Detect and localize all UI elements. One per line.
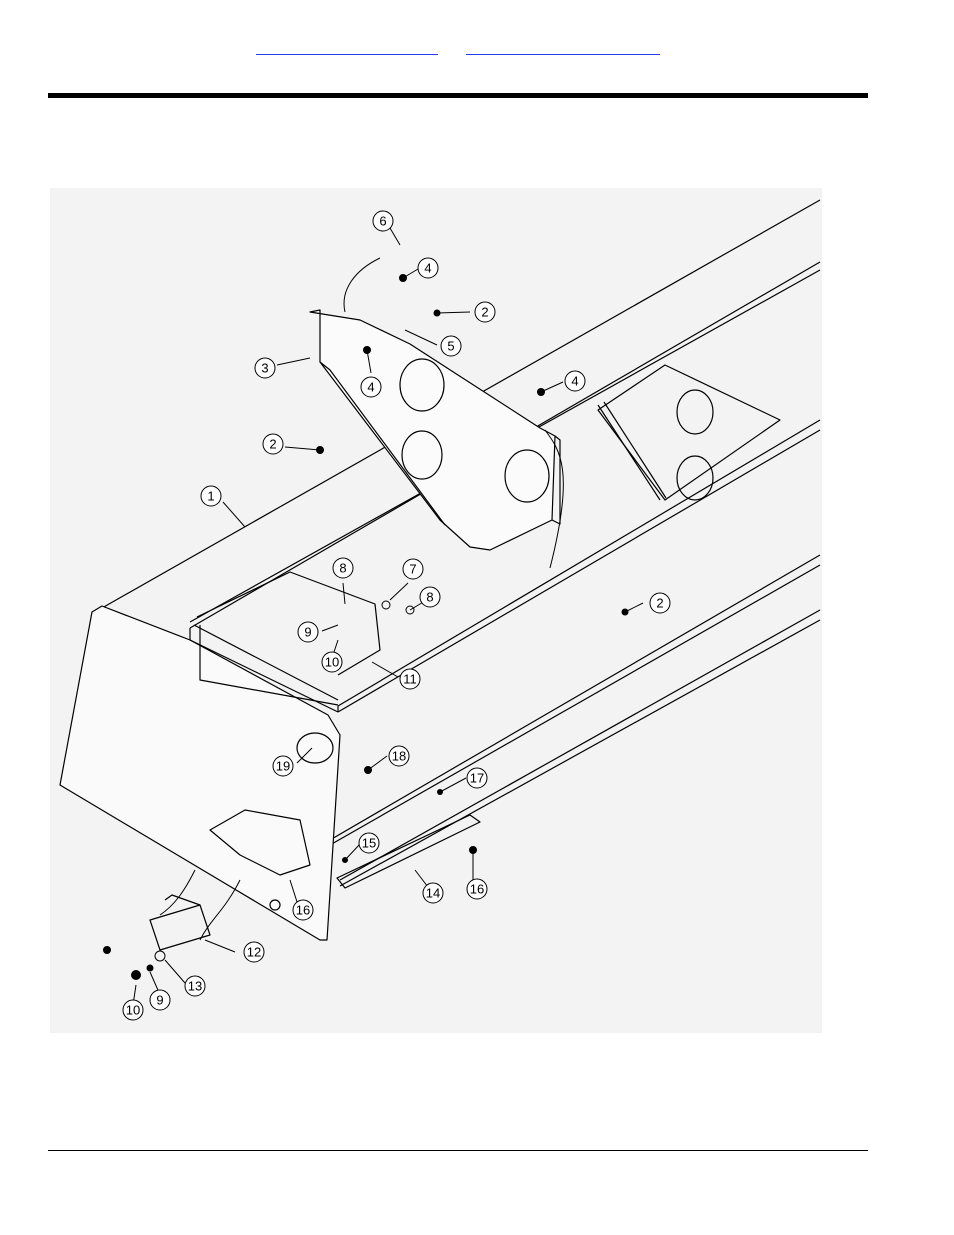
washer-icon	[146, 964, 154, 972]
header-rule	[48, 93, 868, 98]
callout-balloon-13	[184, 975, 206, 997]
parts-diagram-svg: 1 2 2 2 3 4 4 4 5 6 7 8 8 9 9 10 10 11 1…	[50, 188, 822, 1033]
callout-label: 2	[656, 596, 663, 611]
nut-icon	[537, 388, 545, 396]
callout-balloon-18	[388, 745, 410, 767]
callout-balloon-2c	[649, 592, 671, 614]
callout-balloon-4b	[360, 376, 382, 398]
callout-label: 13	[188, 979, 202, 994]
callout-label: 6	[379, 214, 386, 229]
callout-balloon-6	[372, 210, 394, 232]
bolt-icon	[342, 857, 348, 863]
callout-balloon-8b	[419, 586, 441, 608]
header-link-1[interactable]	[256, 40, 438, 55]
callout-balloon-10b	[122, 999, 144, 1021]
panel-hole	[401, 430, 443, 480]
frame-lower-edge	[337, 419, 821, 707]
callout-label: 19	[276, 759, 290, 774]
callout-balloon-8a	[332, 557, 354, 579]
callout-label: 1	[207, 489, 214, 504]
callout-label: 8	[426, 590, 433, 605]
callout-balloon-4a	[417, 257, 439, 279]
bolt-icon	[621, 608, 629, 616]
bearing-plate	[296, 732, 334, 764]
guide-strip	[336, 814, 481, 889]
callout-label: 14	[426, 886, 440, 901]
callout-balloon-11	[399, 668, 421, 690]
panel-hole	[399, 358, 445, 412]
callout-label: 2	[481, 305, 488, 320]
callout-balloon-16b	[466, 878, 488, 900]
bolt-icon	[316, 446, 324, 454]
callout-balloon-14	[422, 882, 444, 904]
callout-balloon-2a	[262, 433, 284, 455]
bolt-icon	[437, 789, 443, 795]
frame-bottom-edge	[329, 554, 821, 841]
bolt-icon	[364, 766, 372, 774]
mounting-panel	[309, 309, 556, 551]
callout-balloon-5	[440, 335, 462, 357]
frame-drawing	[59, 199, 821, 951]
bracket	[149, 904, 211, 951]
callout-label: 17	[470, 771, 484, 786]
callout-label: 2	[269, 437, 276, 452]
bay-hole	[676, 455, 714, 501]
washer-icon	[405, 605, 415, 615]
callout-label: 12	[247, 945, 261, 960]
callout-labels: 1 2 2 2 3 4 4 4 5 6 7 8 8 9 9 10 10 11 1…	[126, 214, 664, 1018]
callout-balloon-2b	[474, 301, 496, 323]
nut-icon	[399, 274, 407, 282]
callout-label: 15	[362, 836, 376, 851]
callout-balloon-19	[272, 755, 294, 777]
callout-label: 4	[367, 380, 374, 395]
callout-label: 9	[156, 993, 163, 1008]
callout-balloon-7	[402, 558, 424, 580]
u-bolt-icon	[154, 950, 166, 962]
callout-balloon-10a	[321, 651, 343, 673]
nut-icon	[131, 970, 141, 980]
callout-label: 10	[325, 655, 339, 670]
callout-label: 4	[424, 261, 431, 276]
callout-balloon-1	[200, 485, 222, 507]
callout-label: 9	[304, 625, 311, 640]
header-links	[256, 40, 676, 60]
callout-label: 18	[392, 749, 406, 764]
header-link-2[interactable]	[466, 40, 660, 55]
callout-balloon-4c	[564, 370, 586, 392]
washer-icon	[381, 600, 391, 610]
bay-hole	[676, 389, 714, 435]
callout-balloons	[122, 210, 671, 1021]
callout-label: 3	[261, 361, 268, 376]
callout-label: 8	[339, 561, 346, 576]
callout-balloon-17	[466, 767, 488, 789]
callout-label: 11	[403, 672, 417, 687]
nut-icon	[469, 846, 477, 854]
end-plate	[59, 605, 341, 941]
leader-lines	[132, 227, 644, 1006]
callout-label: 4	[571, 374, 578, 389]
callout-label: 16	[296, 903, 310, 918]
parts-diagram: 1 2 2 2 3 4 4 4 5 6 7 8 8 9 9 10 10 11 1…	[50, 188, 822, 1033]
callout-balloon-3	[254, 357, 276, 379]
callout-balloon-15	[358, 832, 380, 854]
callout-balloon-9a	[297, 621, 319, 643]
nut-icon	[103, 946, 111, 954]
callout-balloon-12	[243, 941, 265, 963]
callout-label: 5	[447, 339, 454, 354]
hardware-marks	[103, 274, 629, 980]
callout-label: 7	[409, 562, 416, 577]
callout-label: 10	[126, 1003, 140, 1018]
panel-hole	[504, 449, 550, 503]
callout-label: 16	[470, 882, 484, 897]
footer-rule	[48, 1150, 868, 1151]
callout-balloon-9b	[149, 989, 171, 1011]
nut-icon	[363, 346, 371, 354]
bolt-icon	[433, 309, 441, 317]
callout-balloon-16a	[292, 899, 314, 921]
